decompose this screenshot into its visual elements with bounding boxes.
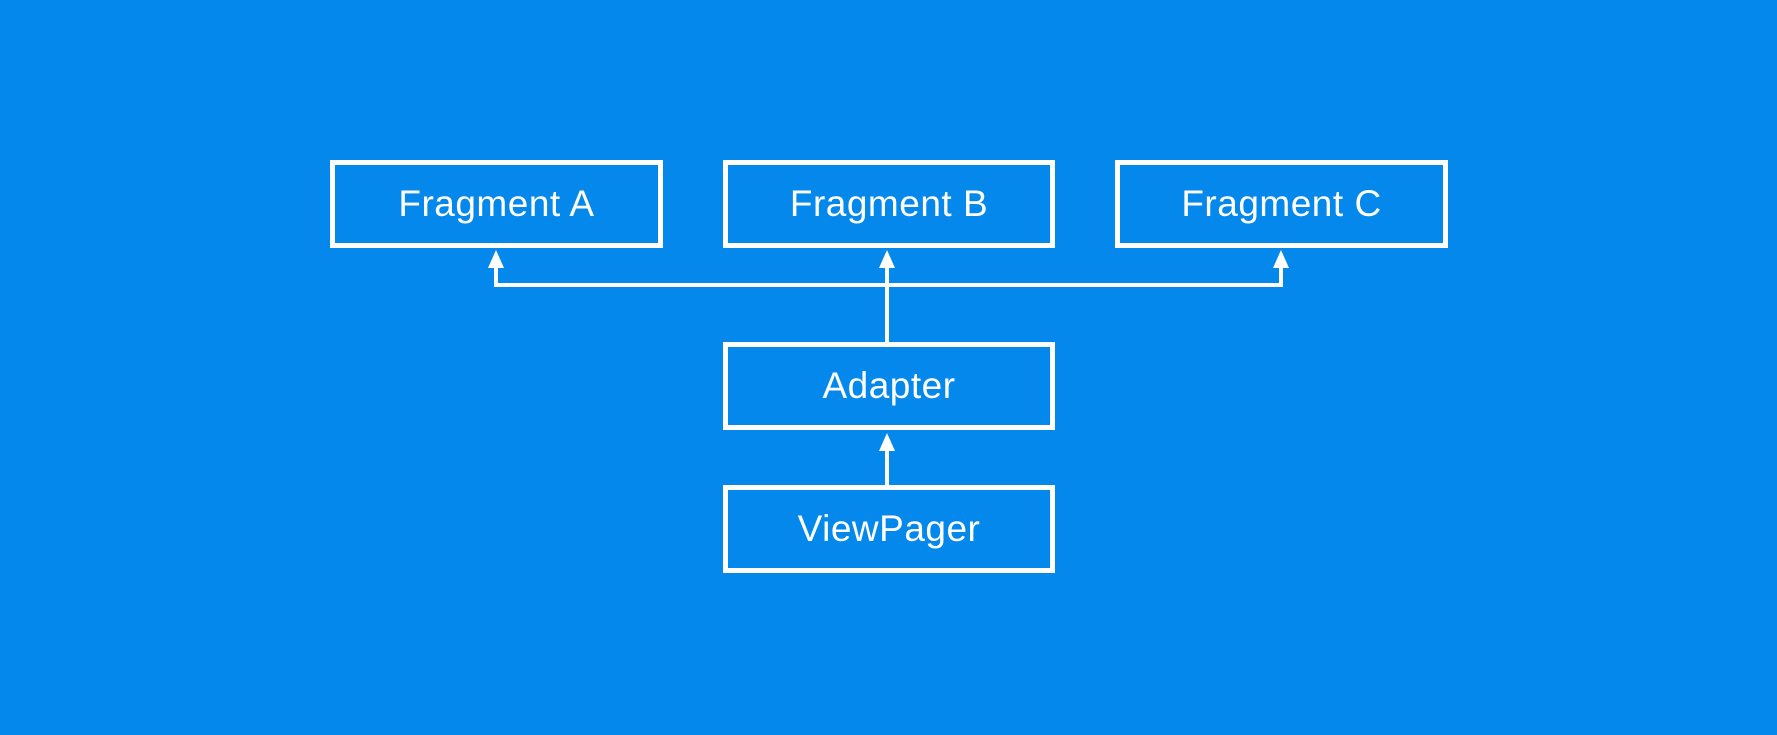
arrowhead-to-fragment-a-icon <box>488 250 504 268</box>
arrowhead-to-adapter-icon <box>879 433 895 451</box>
node-fragment-b: Fragment B <box>723 160 1055 248</box>
node-adapter-label: Adapter <box>822 365 956 406</box>
connector-adapter-to-fragment-b <box>885 266 889 342</box>
node-viewpager: ViewPager <box>723 485 1055 573</box>
connector-stub-fragment-c <box>1279 266 1283 287</box>
node-fragment-c-label: Fragment C <box>1181 183 1382 224</box>
node-fragment-a: Fragment A <box>330 160 663 248</box>
node-fragment-a-label: Fragment A <box>398 183 595 224</box>
node-adapter: Adapter <box>723 342 1055 430</box>
arrowhead-to-fragment-c-icon <box>1273 250 1289 268</box>
connector-viewpager-to-adapter <box>885 449 889 485</box>
arrowhead-to-fragment-b-icon <box>879 250 895 268</box>
node-fragment-b-label: Fragment B <box>789 183 989 224</box>
node-viewpager-label: ViewPager <box>797 508 981 549</box>
node-fragment-c: Fragment C <box>1115 160 1448 248</box>
connector-stub-fragment-a <box>494 266 498 287</box>
